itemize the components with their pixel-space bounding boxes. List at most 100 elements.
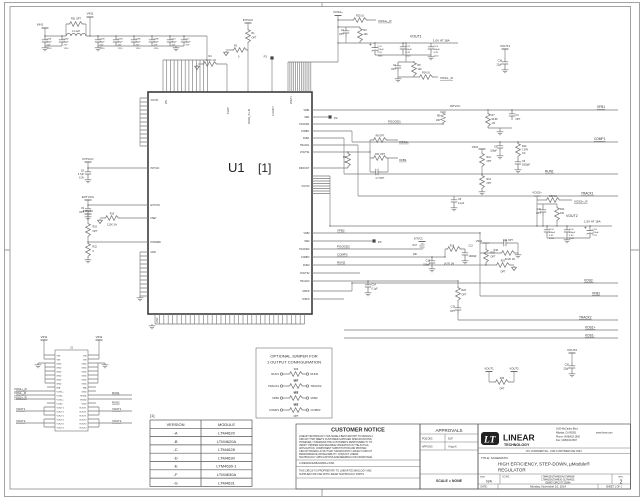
net-vos1p-r-j1: VOS1+_R bbox=[14, 387, 27, 391]
resistor-r7-icon bbox=[485, 111, 491, 129]
pin-diffp: DIFFP bbox=[303, 290, 310, 293]
linear-logo-text: LT bbox=[483, 436, 497, 446]
company-www: www.linear.com bbox=[596, 431, 613, 434]
net-intvcc-phasmd: INTVCC bbox=[83, 209, 93, 213]
pin-clkout: CLKOUT bbox=[272, 106, 275, 116]
net-vfb2-wire: VFB2 bbox=[337, 229, 345, 233]
brand-technology: TECHNOLOGY bbox=[504, 443, 530, 447]
confidential-note: LTC CONFIDENTIAL - FOR CUSTOMER USE ONLY bbox=[526, 450, 583, 453]
resistor-r20-icon bbox=[483, 247, 489, 265]
inductor-l1-icon bbox=[65, 33, 87, 37]
net-run2-j1: RUN2 bbox=[112, 401, 120, 405]
pin-vout1-top: VOUT1 bbox=[290, 95, 293, 104]
resistor-r30-icon bbox=[544, 197, 562, 203]
net-vos1n-edge: VOS1- bbox=[585, 333, 595, 337]
pin-track1: TRACK1 bbox=[300, 144, 310, 147]
approvals-grid bbox=[420, 433, 478, 475]
net-vin2: VIN2 bbox=[87, 12, 94, 16]
title-label: TITLE: SCHEMATIC bbox=[481, 456, 509, 460]
net-vos1p: VOS1+ bbox=[333, 10, 343, 14]
pin-circle-icon bbox=[305, 396, 310, 400]
gnd-arrow-icon bbox=[97, 218, 103, 225]
cap-c5-icon bbox=[514, 157, 522, 169]
net-vin1-j1: VIN1 bbox=[41, 335, 48, 339]
net-vout1: VOUT1 bbox=[410, 35, 422, 39]
net-intvcc-r17: INTVCC bbox=[414, 238, 423, 241]
net-vin2-run1: VIN2 bbox=[472, 145, 479, 149]
table-grid bbox=[150, 420, 252, 487]
resistor-r1-icon bbox=[245, 27, 251, 45]
approvals-title: APPROVALS bbox=[436, 428, 463, 433]
gnd-arrow-icon bbox=[511, 265, 517, 272]
resistor-r14-icon bbox=[554, 205, 560, 223]
wires bbox=[198, 23, 273, 92]
left-gnd-stubs bbox=[139, 251, 148, 297]
cap-c15-icon bbox=[454, 303, 462, 315]
net-run1: RUN1 bbox=[545, 170, 554, 174]
net-vout1-j1l: VOUT1 bbox=[16, 407, 26, 411]
net-vos1n-r: VOS1-_R bbox=[440, 76, 454, 80]
gnd-icon bbox=[428, 266, 436, 273]
label-r4-ref: R4 bbox=[208, 55, 212, 58]
resistor-r12-icon bbox=[479, 151, 485, 169]
cap-c14-icon bbox=[364, 280, 372, 292]
resistor-r28-icon bbox=[287, 395, 305, 401]
pin-vfb1: VFB1 bbox=[304, 109, 311, 112]
gnd-icon bbox=[364, 290, 372, 297]
resistor-r22-icon bbox=[85, 241, 91, 259]
gnd-icon bbox=[34, 362, 42, 369]
testpoint-p2-icon bbox=[327, 114, 333, 120]
pin-circle-icon bbox=[305, 372, 310, 376]
gnd-icon bbox=[514, 252, 522, 259]
j1-ref: J1 bbox=[70, 346, 73, 350]
net-vos1p-edge: VOS1+ bbox=[585, 325, 596, 329]
label-r18-ref: R18 bbox=[494, 249, 499, 252]
gnd-icon bbox=[514, 167, 522, 174]
net-vos2p: VOS2+ bbox=[532, 191, 542, 195]
label-p2: P2 bbox=[334, 116, 338, 120]
gnd-icon bbox=[501, 67, 509, 74]
notice-body: LINEAR TECHNOLOGY HAS MADE A BEST EFFORT… bbox=[299, 435, 373, 459]
gnd-icon bbox=[101, 362, 109, 369]
wires bbox=[312, 109, 618, 197]
vin-pin-drops bbox=[162, 60, 208, 92]
label-r30: R30 10 bbox=[549, 195, 557, 198]
net-vout1-flag: VOUT1 bbox=[500, 44, 510, 48]
resistor-r23-icon bbox=[455, 285, 461, 303]
label-l1: L1 1µH bbox=[72, 30, 80, 33]
title-line3: REGULATOR bbox=[498, 468, 526, 473]
resistor-r31-icon bbox=[67, 21, 85, 27]
resistor-r10-icon bbox=[515, 141, 521, 159]
gnd-arrow-icon bbox=[223, 50, 229, 57]
wires bbox=[312, 175, 612, 239]
cap-c8-icon bbox=[450, 195, 458, 207]
net-run1-j1: RUN1 bbox=[112, 391, 120, 395]
icno-lines: LTM4620/LTM4620A/LTM4628/LTM4630/LTM4630… bbox=[541, 475, 575, 484]
ch2-control: VFB2 C11 OPT R18 40.2K 1% P3 PGOOD2 INTV… bbox=[312, 229, 618, 339]
net-vout1-tp: VOUT1 bbox=[484, 367, 494, 371]
u1-note: [1] bbox=[258, 161, 271, 175]
divider bbox=[478, 447, 631, 454]
pin-comp1: COMP1 bbox=[301, 130, 310, 133]
pin-track2: TRACK2 bbox=[300, 280, 310, 283]
gnd-icon bbox=[136, 295, 144, 302]
linear-logo bbox=[481, 432, 499, 445]
cap-c4-icon bbox=[496, 141, 504, 153]
gnd-icon bbox=[172, 45, 180, 52]
titleblock-outline bbox=[477, 423, 631, 490]
